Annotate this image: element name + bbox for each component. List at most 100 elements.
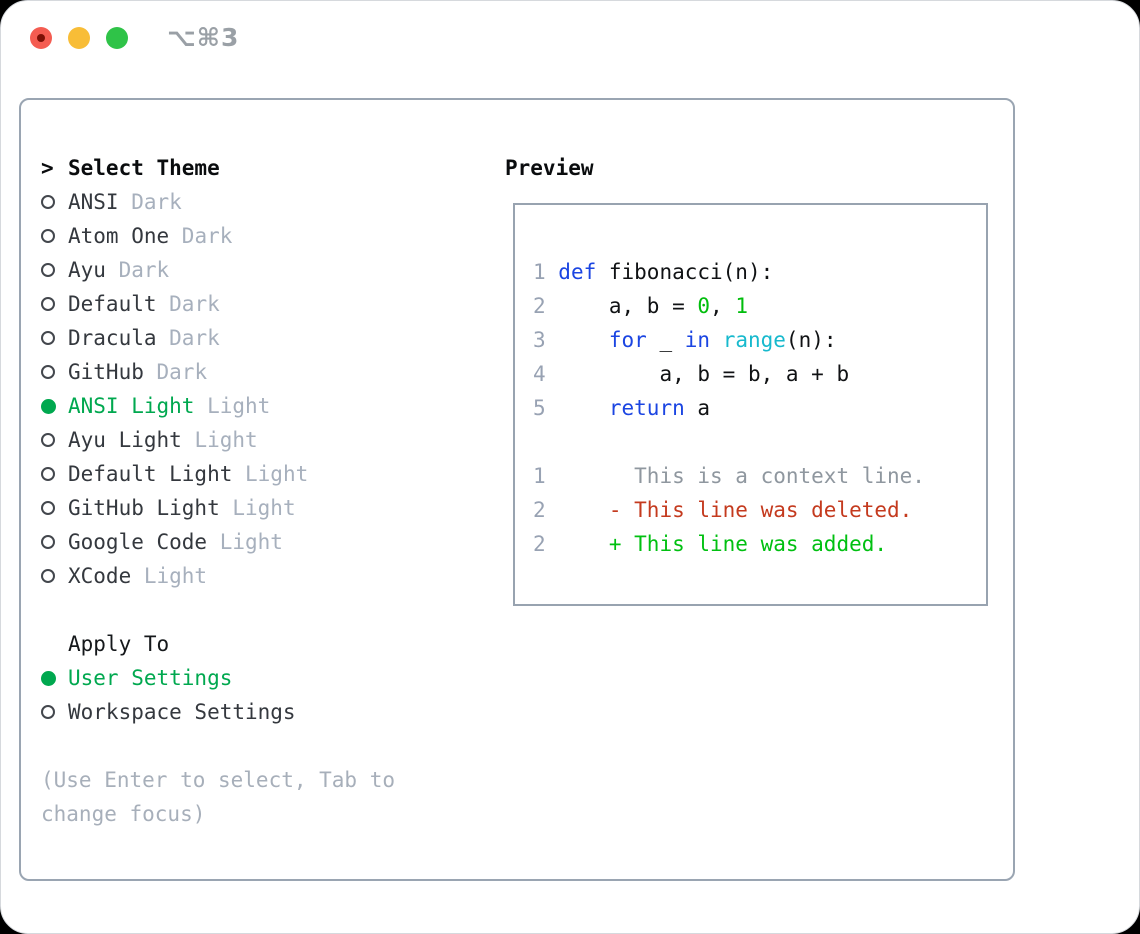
theme-variant-tag: Dark bbox=[118, 258, 170, 282]
theme-name: XCode bbox=[68, 564, 144, 588]
theme-option-ayu[interactable]: Ayu Dark bbox=[41, 253, 395, 287]
preview-title: Preview bbox=[505, 156, 594, 180]
code-line: 4 a, b = b, a + b bbox=[533, 357, 986, 391]
code-line: 3 for _ in range(n): bbox=[533, 323, 986, 357]
maximize-button[interactable] bbox=[106, 27, 128, 49]
theme-variant-tag: Dark bbox=[156, 360, 208, 384]
radio-icon bbox=[41, 433, 55, 447]
token-plain: a, b = bbox=[558, 294, 698, 318]
token-plain: (n): bbox=[785, 328, 837, 352]
token-del: - This line was deleted. bbox=[558, 498, 913, 522]
theme-option-default-light[interactable]: Default Light Light bbox=[41, 457, 395, 491]
code-line: 1 This is a context line. bbox=[533, 459, 986, 493]
theme-option-xcode[interactable]: XCode Light bbox=[41, 559, 395, 593]
theme-option-github-light[interactable]: GitHub Light Light bbox=[41, 491, 395, 525]
radio-icon bbox=[41, 297, 55, 311]
theme-variant-tag: Dark bbox=[131, 190, 182, 214]
theme-name: Ayu bbox=[68, 258, 119, 282]
theme-option-atom-one[interactable]: Atom One Dark bbox=[41, 219, 395, 253]
radio-icon bbox=[41, 331, 55, 345]
help-text: (Use Enter to select, Tab to bbox=[41, 768, 396, 792]
token-num: 0 bbox=[697, 294, 711, 318]
theme-variant-tag: Light bbox=[143, 564, 208, 588]
theme-name: GitHub bbox=[68, 360, 157, 384]
preview-box: 1 def fibonacci(n): 2 a, b = 0, 1 3 for _ … bbox=[513, 203, 988, 606]
theme-name: GitHub Light bbox=[68, 496, 233, 520]
code-line: 2 - This line was deleted. bbox=[533, 493, 986, 527]
token-add: + This line was added. bbox=[558, 532, 888, 556]
token-plain bbox=[558, 396, 609, 420]
token-builtin: range bbox=[722, 328, 786, 352]
token-ln: 5 bbox=[533, 396, 559, 420]
token-ln: 2 bbox=[533, 294, 559, 318]
token-plain: , bbox=[710, 294, 736, 318]
theme-name: Google Code bbox=[68, 530, 220, 554]
token-ln: 2 bbox=[533, 532, 559, 556]
token-num: 1 bbox=[735, 294, 748, 318]
close-button[interactable] bbox=[30, 27, 52, 49]
preview-code: 1 def fibonacci(n): 2 a, b = 0, 1 3 for _ … bbox=[533, 221, 986, 561]
theme-name: Default Light bbox=[68, 462, 246, 486]
code-line: 2 + This line was added. bbox=[533, 527, 986, 561]
apply-option-label: Workspace Settings bbox=[68, 700, 296, 724]
radio-icon bbox=[41, 467, 55, 481]
theme-variant-tag: Dark bbox=[169, 326, 220, 350]
token-plain bbox=[710, 328, 723, 352]
radio-selected-icon bbox=[41, 670, 56, 686]
token-kw: for bbox=[608, 328, 647, 352]
radio-selected-icon bbox=[41, 398, 56, 414]
spacer-row bbox=[41, 729, 395, 763]
help-text-line-2: change focus) bbox=[41, 797, 395, 831]
theme-option-github[interactable]: GitHub Dark bbox=[41, 355, 395, 389]
theme-name: ANSI Light bbox=[68, 394, 208, 418]
radio-icon bbox=[41, 535, 55, 549]
theme-variant-tag: Dark bbox=[181, 224, 233, 248]
theme-list-title-label: Select Theme bbox=[68, 156, 220, 180]
radio-icon bbox=[41, 501, 55, 515]
code-line: 1 def fibonacci(n): bbox=[533, 255, 986, 289]
help-text-line-1: (Use Enter to select, Tab to bbox=[41, 763, 395, 797]
token-ln: 2 bbox=[533, 498, 559, 522]
theme-name: Dracula bbox=[68, 326, 170, 350]
theme-option-google-code[interactable]: Google Code Light bbox=[41, 525, 395, 559]
minimize-button[interactable] bbox=[68, 27, 90, 49]
theme-option-ansi[interactable]: ANSI Dark bbox=[41, 185, 395, 219]
theme-option-ansi-light[interactable]: ANSI Light Light bbox=[41, 389, 395, 423]
theme-variant-tag: Light bbox=[219, 530, 283, 554]
help-text: change focus) bbox=[41, 802, 206, 826]
theme-variant-tag: Light bbox=[207, 394, 271, 418]
radio-icon bbox=[41, 263, 55, 277]
blank-line bbox=[533, 425, 986, 459]
radio-icon bbox=[41, 229, 55, 243]
theme-option-default[interactable]: Default Dark bbox=[41, 287, 395, 321]
token-ln: 1 bbox=[533, 260, 559, 284]
apply-to-title: Apply To bbox=[41, 627, 395, 661]
token-plain: fibonacci(n): bbox=[596, 260, 774, 284]
token-ln: 1 bbox=[533, 464, 559, 488]
apply-option-label: User Settings bbox=[68, 666, 233, 690]
theme-variant-tag: Light bbox=[232, 496, 296, 520]
radio-icon bbox=[41, 569, 55, 583]
theme-option-dracula[interactable]: Dracula Dark bbox=[41, 321, 395, 355]
theme-list-title: >Select Theme bbox=[41, 151, 395, 185]
theme-name: Ayu Light bbox=[68, 428, 195, 452]
token-plain bbox=[558, 328, 609, 352]
token-ctx: This is a context line. bbox=[558, 464, 925, 488]
theme-name: Default bbox=[68, 292, 170, 316]
apply-option-workspace-settings[interactable]: Workspace Settings bbox=[41, 695, 395, 729]
radio-icon bbox=[41, 365, 55, 379]
unsaved-dot-icon bbox=[37, 34, 45, 42]
theme-option-ayu-light[interactable]: Ayu Light Light bbox=[41, 423, 395, 457]
window-shortcut-label: ⌥⌘3 bbox=[167, 23, 240, 52]
apply-to-title-label: Apply To bbox=[68, 632, 170, 656]
code-line: 5 return a bbox=[533, 391, 986, 425]
theme-name: ANSI bbox=[68, 190, 132, 214]
spacer-row bbox=[41, 593, 395, 627]
theme-name: Atom One bbox=[68, 224, 182, 248]
apply-option-user-settings[interactable]: User Settings bbox=[41, 661, 395, 695]
token-plain: a, b = b, a + b bbox=[558, 362, 850, 386]
radio-icon bbox=[41, 705, 55, 719]
